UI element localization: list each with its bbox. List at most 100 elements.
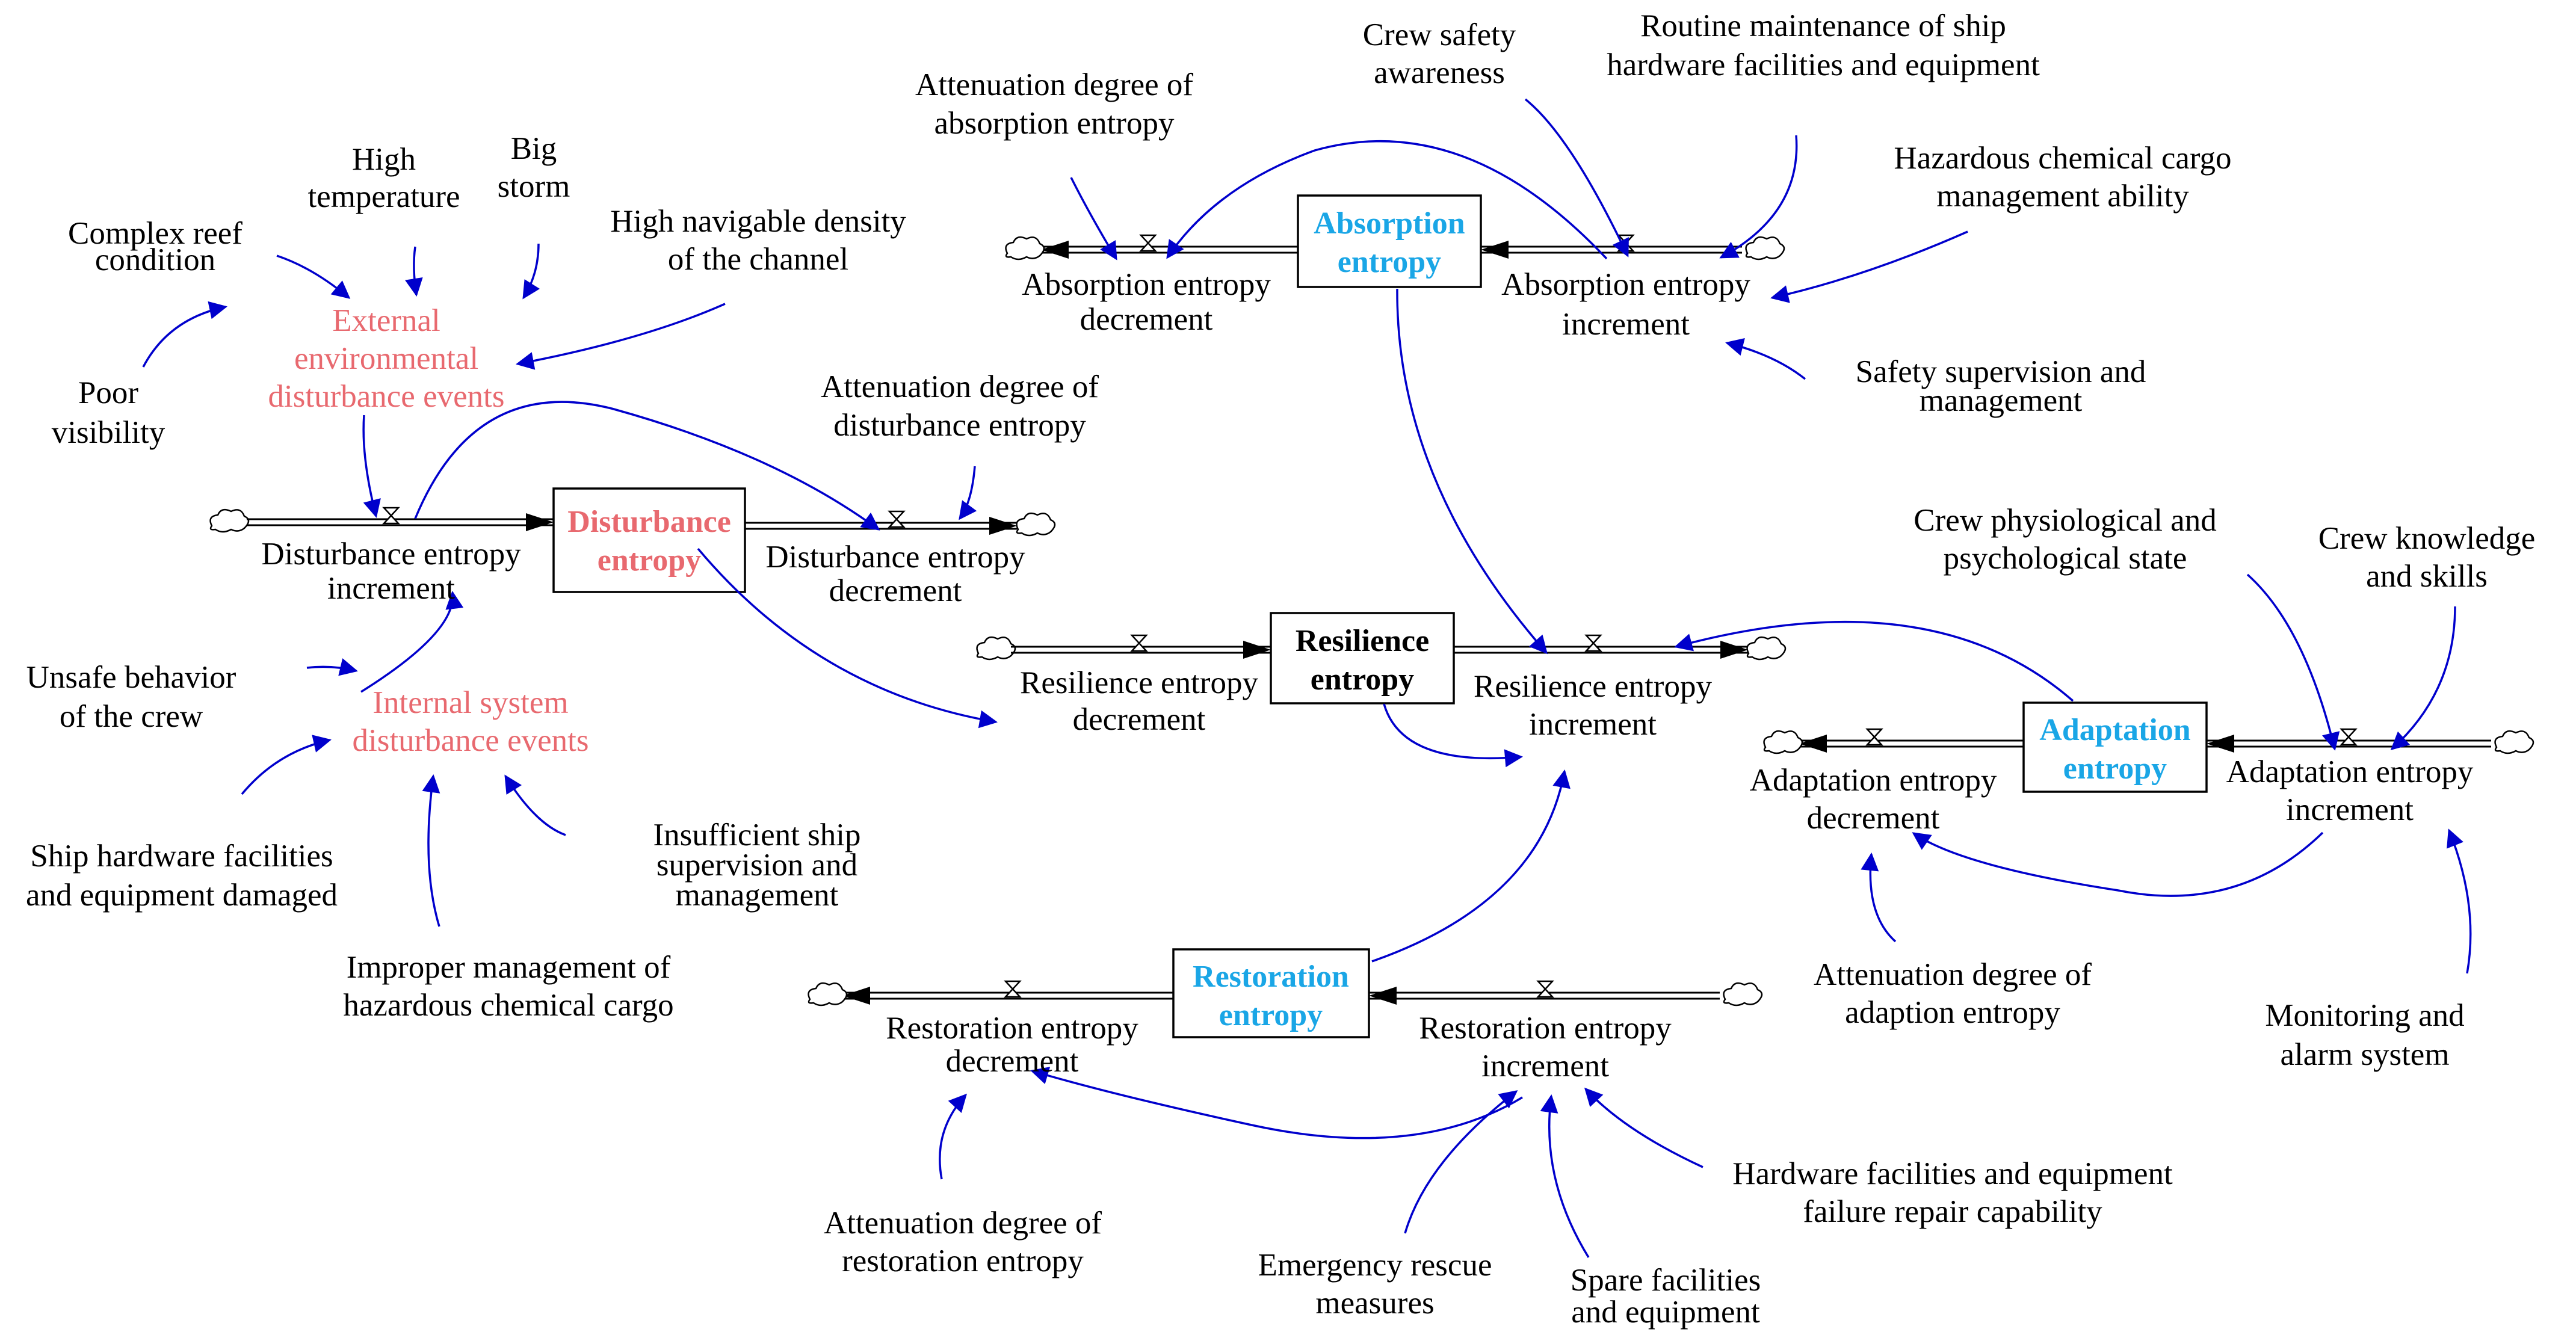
aux-big-storm-l2: storm bbox=[498, 169, 570, 204]
flow-disturbance-decrement-l2: decrement bbox=[829, 573, 962, 608]
aux-crew-knowledge-l1: Crew knowledge bbox=[2318, 521, 2536, 556]
abs-dec-cloud bbox=[1005, 236, 1045, 261]
flow-adaptation-decrement-l1: Adaptation entropy bbox=[1750, 763, 1997, 798]
flow-absorption-increment-l2: increment bbox=[1562, 307, 1690, 342]
adp-dec-arrowhead bbox=[1799, 735, 1827, 753]
aux-high-temperature-l2: temperature bbox=[307, 179, 460, 214]
aux-atten-absorption-l1: Attenuation degree of bbox=[915, 67, 1193, 102]
flow-restoration-increment-l1: Restoration entropy bbox=[1419, 1011, 1672, 1046]
flow-absorption-decrement-l1: Absorption entropy bbox=[1022, 267, 1271, 302]
aux-atten-absorption-l2: absorption entropy bbox=[934, 106, 1175, 141]
aux-routine-maintenance-l2: hardware facilities and equipment bbox=[1607, 48, 2040, 82]
aux-atten-adaption-l2: adaption entropy bbox=[1845, 995, 2060, 1030]
aux-routine-maintenance-l1: Routine maintenance of ship bbox=[1640, 8, 2006, 43]
aux-monitoring-l2: alarm system bbox=[2280, 1037, 2449, 1072]
res-inc-valve bbox=[1584, 634, 1602, 652]
aux-insufficient-supervision-l1: Insufficient ship bbox=[653, 818, 861, 852]
flow-restoration-decrement-l1: Restoration entropy bbox=[886, 1011, 1138, 1046]
aux-navigable-density-l2: of the channel bbox=[668, 242, 848, 277]
rst-inc-cloud bbox=[1723, 982, 1763, 1007]
aux-atten-disturbance-l1: Attenuation degree of bbox=[821, 369, 1099, 404]
adp-dec-valve bbox=[1865, 728, 1883, 746]
stock-disturbance-line2: entropy bbox=[598, 543, 701, 578]
stock-adaptation-line2: entropy bbox=[2063, 751, 2167, 786]
flow-labels: Disturbance entropy increment Disturbanc… bbox=[261, 267, 2473, 1084]
aux-safety-supervision-l2: management bbox=[1920, 383, 2083, 418]
dist-dec-arrowhead bbox=[989, 517, 1017, 535]
aux-unsafe-behavior-l1: Unsafe behavior bbox=[26, 660, 236, 695]
aux-crew-knowledge-l2: and skills bbox=[2366, 559, 2488, 594]
stock-disturbance-line1: Disturbance bbox=[567, 505, 731, 539]
dist-inc-cloud bbox=[209, 508, 250, 533]
abs-inc-arrowhead bbox=[1481, 241, 1509, 259]
dist-dec-cloud bbox=[1016, 512, 1056, 537]
rst-dec-cloud bbox=[808, 982, 848, 1007]
abs-inc-cloud bbox=[1745, 236, 1785, 261]
flow-resilience-increment-l2: increment bbox=[1529, 707, 1657, 742]
aux-navigable-density-l1: High navigable density bbox=[610, 204, 906, 239]
aux-crew-safety-l1: Crew safety bbox=[1363, 17, 1516, 52]
dist-dec-valve bbox=[888, 510, 906, 528]
res-inc-cloud bbox=[1746, 636, 1787, 661]
aux-spare-facilities-l2: and equipment bbox=[1571, 1295, 1760, 1330]
stock-resilience-line1: Resilience bbox=[1296, 624, 1429, 658]
res-dec-arrowhead bbox=[1243, 641, 1271, 659]
rst-inc-arrowhead bbox=[1369, 987, 1397, 1005]
aux-big-storm-l1: Big bbox=[511, 131, 557, 166]
aux-internal-events-l2: disturbance events bbox=[353, 723, 589, 758]
aux-hazardous-cargo-ability-l1: Hazardous chemical cargo bbox=[1894, 141, 2231, 176]
flow-absorption-increment-l1: Absorption entropy bbox=[1501, 267, 1750, 302]
abs-dec-valve bbox=[1139, 234, 1157, 252]
aux-emergency-rescue-l1: Emergency rescue bbox=[1258, 1248, 1492, 1283]
flow-disturbance-increment-l1: Disturbance entropy bbox=[261, 537, 521, 572]
flow-pipes bbox=[209, 234, 2534, 1007]
aux-external-events-l1: External bbox=[332, 303, 440, 338]
aux-improper-management-l2: hazardous chemical cargo bbox=[343, 988, 673, 1023]
flow-adaptation-decrement-l2: decrement bbox=[1807, 801, 1940, 836]
aux-poor-visibility-l1: Poor bbox=[78, 375, 138, 410]
flow-resilience-decrement-l2: decrement bbox=[1073, 702, 1206, 737]
aux-monitoring-l1: Monitoring and bbox=[2265, 998, 2464, 1033]
res-dec-cloud bbox=[976, 636, 1016, 661]
stock-absorption: Absorption entropy bbox=[1297, 194, 1482, 288]
stock-resilience: Resilience entropy bbox=[1270, 612, 1455, 704]
flow-restoration-decrement-l2: decrement bbox=[946, 1044, 1079, 1079]
aux-poor-visibility-l2: visibility bbox=[52, 415, 165, 450]
aux-internal-events-l1: Internal system bbox=[372, 685, 568, 720]
stock-restoration: Restoration entropy bbox=[1172, 948, 1370, 1038]
aux-spare-facilities-l1: Spare facilities bbox=[1571, 1263, 1761, 1298]
flow-resilience-decrement-l1: Resilience entropy bbox=[1020, 665, 1258, 700]
adp-dec-cloud bbox=[1763, 730, 1803, 754]
aux-high-temperature-l1: High bbox=[352, 142, 416, 177]
abs-dec-arrowhead bbox=[1041, 241, 1069, 259]
aux-unsafe-behavior-l2: of the crew bbox=[60, 699, 203, 734]
flow-resilience-increment-l1: Resilience entropy bbox=[1474, 669, 1712, 704]
flow-adaptation-increment-l1: Adaptation entropy bbox=[2226, 754, 2474, 789]
dist-inc-arrowhead bbox=[526, 513, 554, 531]
flow-adaptation-increment-l2: increment bbox=[2286, 792, 2414, 827]
stock-resilience-line2: entropy bbox=[1311, 662, 1414, 697]
dist-inc-valve bbox=[382, 507, 400, 525]
aux-repair-capability-l2: failure repair capability bbox=[1803, 1194, 2102, 1229]
aux-insufficient-supervision-l2: supervision and bbox=[656, 848, 857, 883]
rst-dec-arrowhead bbox=[842, 987, 870, 1005]
stock-absorption-line1: Absorption bbox=[1314, 206, 1465, 241]
aux-repair-capability-l1: Hardware facilities and equipment bbox=[1732, 1156, 2173, 1191]
flow-disturbance-decrement-l1: Disturbance entropy bbox=[765, 540, 1025, 575]
flow-absorption-decrement-l2: decrement bbox=[1080, 302, 1213, 337]
flow-disturbance-increment-l2: increment bbox=[327, 571, 455, 606]
flow-restoration-increment-l2: increment bbox=[1481, 1049, 1609, 1084]
aux-emergency-rescue-l2: measures bbox=[1315, 1286, 1434, 1321]
aux-atten-disturbance-l2: disturbance entropy bbox=[833, 408, 1086, 443]
aux-hazardous-cargo-ability-l2: management ability bbox=[1936, 179, 2189, 214]
aux-atten-restoration-l2: restoration entropy bbox=[842, 1244, 1084, 1278]
aux-labels: Complex reef condition High temperature … bbox=[26, 8, 2535, 1330]
aux-complex-reef-l2: condition bbox=[95, 242, 215, 277]
stock-absorption-line2: entropy bbox=[1338, 245, 1441, 279]
stock-restoration-line2: entropy bbox=[1219, 998, 1323, 1032]
rst-dec-valve bbox=[1004, 980, 1022, 998]
aux-external-events-l2: environmental bbox=[294, 341, 478, 376]
stock-restoration-line1: Restoration bbox=[1193, 960, 1349, 994]
aux-crew-physiological-l1: Crew physiological and bbox=[1913, 503, 2216, 538]
